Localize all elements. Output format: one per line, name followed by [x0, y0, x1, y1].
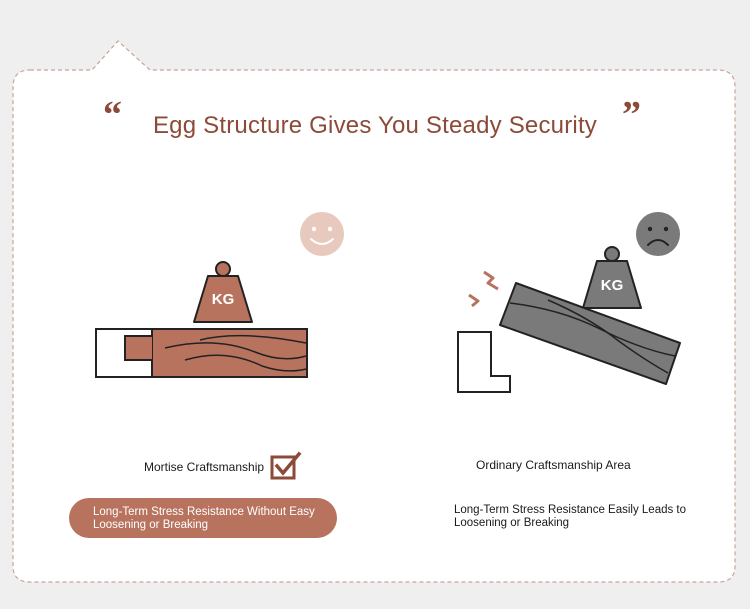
weight-icon — [193, 261, 253, 323]
page-title: Egg Structure Gives You Steady Security — [152, 112, 598, 139]
weight-icon — [582, 246, 642, 309]
right-weight-label: KG — [600, 277, 624, 294]
ordinary-caption-label: Ordinary Craftsmanship Area — [476, 458, 631, 472]
ordinary-caption: Ordinary Craftsmanship Area — [476, 458, 631, 472]
left-weight-label: KG — [211, 291, 235, 308]
mortise-caption-label: Mortise Craftsmanship — [144, 460, 265, 474]
happy-face-icon — [300, 212, 344, 256]
close-quote: ” — [622, 94, 641, 136]
mortise-caption: Mortise Craftsmanship — [144, 460, 264, 474]
mortise-description: Long-Term Stress Resistance Without Easy… — [93, 506, 315, 531]
broken-plank — [457, 282, 681, 393]
mortise-description-pill — [69, 498, 337, 538]
crack-icon — [468, 270, 499, 308]
checkmark-icon — [270, 451, 302, 480]
sad-face-icon — [636, 212, 680, 256]
wood-plank — [95, 328, 308, 378]
open-quote: “ — [103, 94, 122, 136]
ordinary-description: Long-Term Stress Resistance Easily Leads… — [454, 504, 687, 529]
